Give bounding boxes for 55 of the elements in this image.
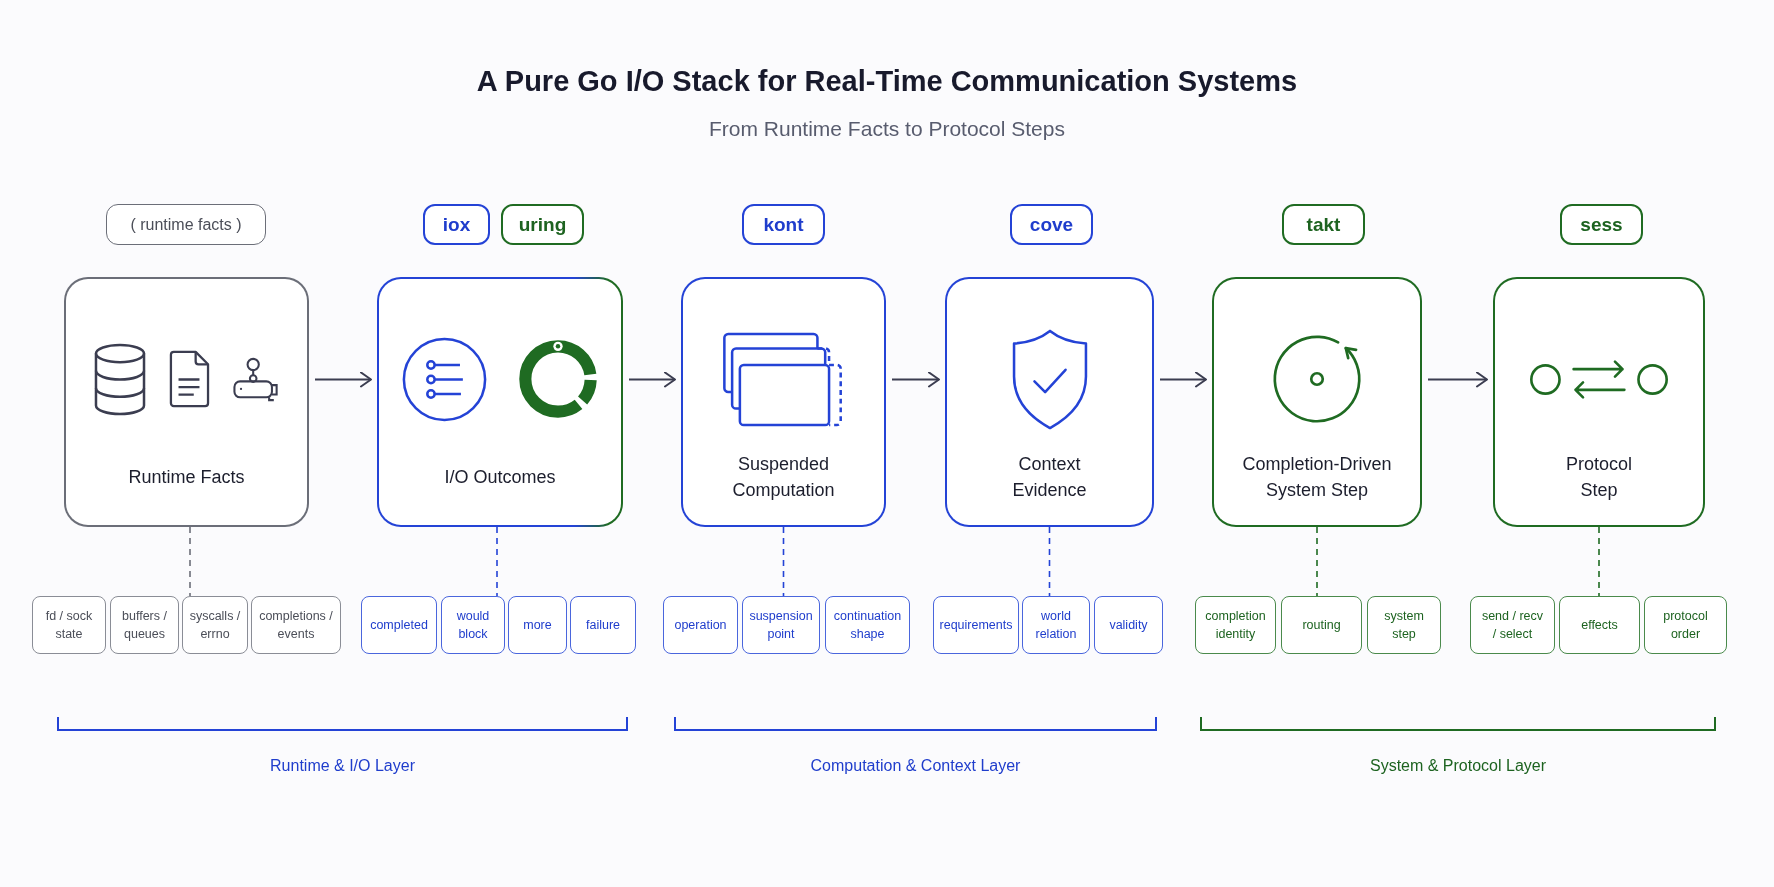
stage-card xyxy=(1493,277,1705,527)
subtitle: From Runtime Facts to Protocol Steps xyxy=(709,116,1065,142)
flow-arrow xyxy=(891,371,940,388)
dashed-connector xyxy=(1048,526,1051,597)
detail-chip: completion identity xyxy=(1195,596,1276,654)
stage-card xyxy=(945,277,1154,527)
detail-chip: effects xyxy=(1559,596,1640,654)
detail-chip: failure xyxy=(570,596,636,654)
layer-label: Computation & Context Layer xyxy=(810,756,1021,776)
dashed-connector xyxy=(1316,526,1318,597)
detail-chip: completions / events xyxy=(251,596,341,654)
stage-card xyxy=(64,277,309,527)
stage-title: Protocol Step xyxy=(1564,453,1633,502)
dashed-connector xyxy=(496,526,498,597)
detail-chip: completed xyxy=(361,596,437,654)
package-tag: cove xyxy=(1010,204,1093,245)
package-tag: sess xyxy=(1560,204,1643,245)
package-tag: ( runtime facts ) xyxy=(106,204,266,245)
detail-chip: operation xyxy=(663,596,738,654)
layer-label: System & Protocol Layer xyxy=(1369,756,1547,776)
package-tag: kont xyxy=(742,204,825,245)
detail-chip: system step xyxy=(1367,596,1441,654)
stage-card xyxy=(681,277,886,527)
detail-chip: syscalls / errno xyxy=(182,596,248,654)
flow-arrow xyxy=(1159,371,1207,388)
package-tag: iox xyxy=(423,204,490,245)
stage-card xyxy=(377,277,623,527)
detail-chip: requirements xyxy=(933,596,1019,654)
layer-label: Runtime & I/O Layer xyxy=(270,756,415,776)
detail-chip: validity xyxy=(1094,596,1163,654)
dashed-connector xyxy=(189,526,191,597)
stage-title: I/O Outcomes xyxy=(444,466,556,490)
stage-title: Runtime Facts xyxy=(128,466,245,490)
dashed-connector xyxy=(1598,526,1600,597)
detail-chip: routing xyxy=(1281,596,1362,654)
stage-title: Context Evidence xyxy=(1011,453,1088,502)
detail-chip: continuation shape xyxy=(825,596,910,654)
detail-chip: fd / sock state xyxy=(32,596,106,654)
detail-chip: protocol order xyxy=(1644,596,1727,654)
detail-chip: suspension point xyxy=(742,596,820,654)
stage-title: Suspended Computation xyxy=(731,453,836,502)
stage-title: Completion-Driven System Step xyxy=(1241,453,1393,502)
detail-chip: would block xyxy=(441,596,505,654)
flow-arrow xyxy=(314,371,372,388)
detail-chip: buffers / queues xyxy=(110,596,179,654)
stage-card xyxy=(1212,277,1422,527)
detail-chip: world relation xyxy=(1022,596,1090,654)
flow-arrow xyxy=(628,371,676,388)
package-tag: takt xyxy=(1282,204,1365,245)
detail-chip: send / recv / select xyxy=(1470,596,1555,654)
package-tag: uring xyxy=(501,204,584,245)
detail-chip: more xyxy=(508,596,567,654)
flow-arrow xyxy=(1427,371,1488,388)
diagram-title: A Pure Go I/O Stack for Real-Time Communication Systems xyxy=(476,64,1298,99)
dashed-connector xyxy=(782,526,785,597)
